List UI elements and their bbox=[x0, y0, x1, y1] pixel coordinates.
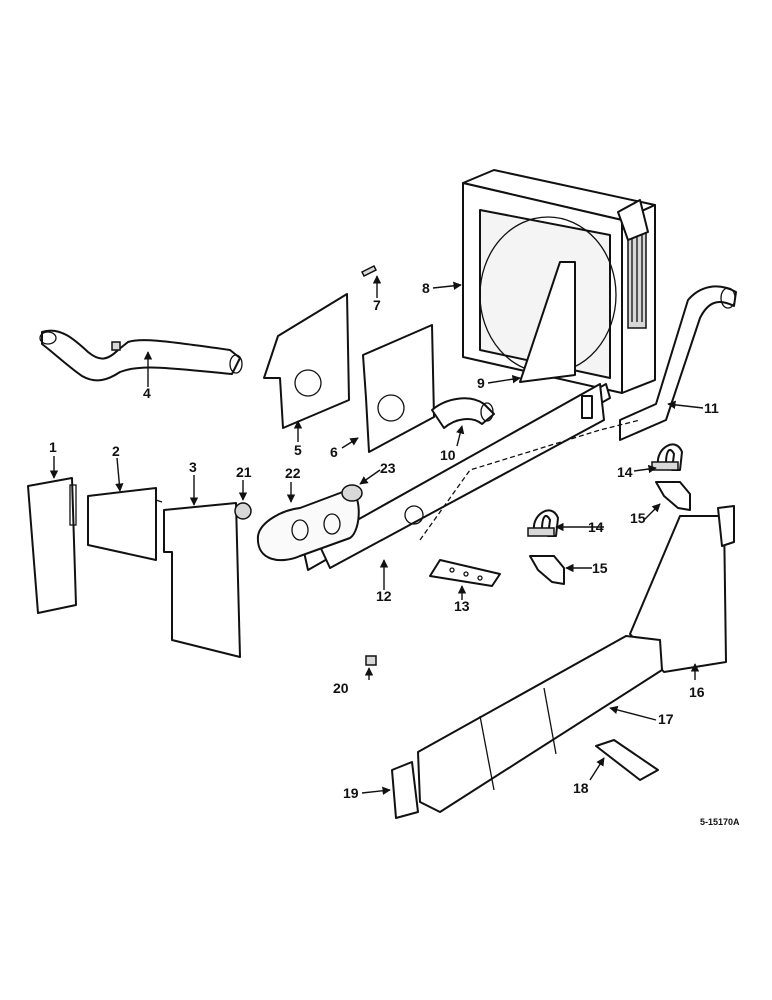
callout-1: 1 bbox=[49, 439, 57, 455]
baffle-plate-part bbox=[362, 324, 435, 453]
plate-part bbox=[429, 559, 501, 587]
elbow-hose-part bbox=[431, 397, 495, 429]
callout-14: 14 bbox=[617, 464, 633, 480]
callout-17: 17 bbox=[658, 711, 674, 727]
callout-18: 18 bbox=[573, 780, 589, 796]
lower-shield-part bbox=[417, 635, 663, 813]
callout-4: 4 bbox=[143, 385, 151, 401]
u-bolt-part bbox=[527, 509, 559, 537]
side-panel-part bbox=[87, 487, 163, 561]
muffler-part bbox=[234, 484, 363, 562]
callout-22: 22 bbox=[285, 465, 301, 481]
callout-9: 9 bbox=[477, 375, 485, 391]
callout-8: 8 bbox=[422, 280, 430, 296]
callout-5: 5 bbox=[294, 442, 302, 458]
tail-pipe-part bbox=[619, 285, 737, 441]
callout-23: 23 bbox=[380, 460, 396, 476]
leader-lines bbox=[49, 275, 704, 795]
callout-20: 20 bbox=[333, 680, 349, 696]
callout-15: 15 bbox=[630, 510, 646, 526]
bracket-part bbox=[529, 555, 565, 585]
callout-2: 2 bbox=[112, 443, 120, 459]
callout-19: 19 bbox=[343, 785, 359, 801]
callout-7: 7 bbox=[373, 297, 381, 313]
callout-3: 3 bbox=[189, 459, 197, 475]
callout-6: 6 bbox=[330, 444, 338, 460]
baffle-plate-part bbox=[263, 293, 350, 429]
callout-15: 15 bbox=[592, 560, 608, 576]
callout-13: 13 bbox=[454, 598, 470, 614]
bracket-part bbox=[655, 481, 691, 511]
end-cap-part bbox=[391, 761, 419, 819]
drawing-number: 5-15170A bbox=[700, 817, 740, 827]
side-panel-part bbox=[163, 502, 241, 658]
radiator-shroud-part bbox=[462, 169, 656, 394]
pipe-part bbox=[39, 329, 243, 382]
clip-part bbox=[360, 264, 378, 278]
callout-12: 12 bbox=[376, 588, 392, 604]
u-bolt-part bbox=[651, 443, 683, 471]
callout-14: 14 bbox=[588, 519, 604, 535]
callouts: 1 2 3 4 5 6 7 8 9 10 11 12 13 14 14 15 1… bbox=[49, 280, 740, 827]
callout-21: 21 bbox=[236, 464, 252, 480]
side-panel-part bbox=[27, 477, 77, 614]
callout-10: 10 bbox=[440, 447, 456, 463]
long-bar-part bbox=[303, 383, 641, 571]
nut-part bbox=[365, 655, 377, 666]
small-bracket-part bbox=[595, 739, 659, 781]
callout-16: 16 bbox=[689, 684, 705, 700]
callout-11: 11 bbox=[704, 400, 719, 416]
